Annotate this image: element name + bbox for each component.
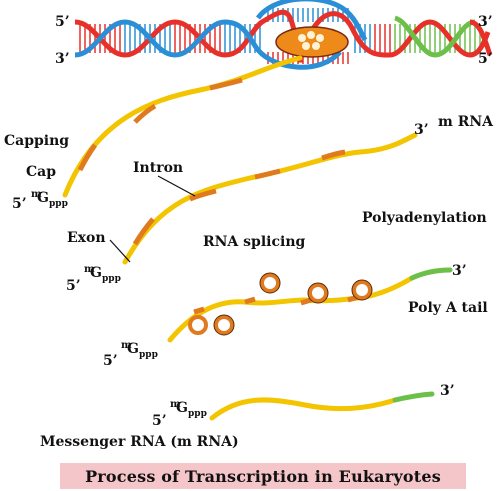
intron-loop-outline xyxy=(307,282,329,304)
intron-loop xyxy=(214,315,234,335)
methyl-label: m xyxy=(84,264,95,275)
cap-group-4: 5’ m G ppp xyxy=(152,399,207,429)
intron-loop xyxy=(352,280,372,300)
dna-three-prime-left-label: 3’ xyxy=(55,51,70,67)
dna-strand-green xyxy=(393,15,476,58)
capping-label: Capping xyxy=(4,133,69,149)
dna-strand-red xyxy=(74,9,491,63)
dna-strand-red-right xyxy=(469,19,493,56)
mrna-three-prime-label: 3’ xyxy=(414,122,429,138)
rna-splicing-label: RNA splicing xyxy=(203,234,305,250)
five-prime-label: 5’ xyxy=(103,353,118,369)
intron-loop-outline xyxy=(259,272,281,294)
intron-segment xyxy=(189,188,217,202)
triphosphate-label: ppp xyxy=(139,350,158,360)
dna-strand-blue-top xyxy=(255,0,368,42)
methyl-label: m xyxy=(31,189,42,200)
cap-group-3: 5’ m G ppp xyxy=(103,340,158,369)
intron-segment xyxy=(300,297,312,306)
guanine-label: G xyxy=(127,341,139,357)
intron-segment xyxy=(133,103,157,124)
polyadenylation-label: Polyadenylation xyxy=(362,210,487,226)
dna-five-prime-label: 5’ xyxy=(55,14,70,30)
intron-segment xyxy=(132,217,155,246)
exon-label: Exon xyxy=(67,230,106,246)
poly-a-tail-label: Poly A tail xyxy=(408,300,488,316)
exon-pointer-line xyxy=(109,239,131,263)
five-prime-label: 5’ xyxy=(66,278,81,294)
guanine-label: G xyxy=(37,190,49,206)
guanine-label: G xyxy=(90,265,102,281)
methyl-label: m xyxy=(170,399,181,410)
cap-group-1: 5’ m G ppp xyxy=(12,189,68,212)
methyl-label: m xyxy=(121,340,132,351)
intron-loop xyxy=(308,283,328,303)
dna-three-prime-right-label: 3’ xyxy=(478,14,493,30)
caption-title: Process of Transcription in Eukaryotes xyxy=(85,466,441,486)
pre-mrna-strand-3 xyxy=(167,275,415,343)
intron-segment xyxy=(193,306,205,315)
intron-loop xyxy=(260,273,280,293)
intron-segment xyxy=(244,296,256,305)
messenger-rna-label: Messenger RNA (m RNA) xyxy=(40,434,239,450)
mature-three-prime-label: 3’ xyxy=(440,383,455,399)
mature-poly-a-tail xyxy=(392,391,435,403)
intron-loop xyxy=(188,315,208,335)
intron-segment xyxy=(321,149,346,161)
pre-mrna-strand-2 xyxy=(122,132,418,265)
intron-label: Intron xyxy=(133,160,183,176)
triphosphate-label: ppp xyxy=(188,409,207,419)
dna-strand-blue xyxy=(74,19,342,70)
dna-five-prime-right-label: 5’ xyxy=(478,51,493,67)
intron-pointer-line xyxy=(157,175,196,197)
poly-a-tail xyxy=(409,267,453,281)
cap-group-2: 5’ m G ppp xyxy=(66,264,121,294)
triphosphate-label: ppp xyxy=(49,199,68,209)
m-rna-label: m RNA xyxy=(438,114,494,130)
five-prime-label: 5’ xyxy=(152,413,167,429)
intron-segment xyxy=(209,77,243,91)
intron-loop-outline xyxy=(351,279,373,301)
rna-polymerase xyxy=(275,26,349,58)
intron-segment xyxy=(77,143,98,172)
tail-three-prime-label: 3’ xyxy=(452,263,467,279)
caption-banner: Process of Transcription in Eukaryotes xyxy=(60,463,466,489)
guanine-label: G xyxy=(176,400,188,416)
five-prime-label: 5’ xyxy=(12,196,27,212)
intron-segment xyxy=(254,168,281,180)
mature-mrna-strand xyxy=(209,397,398,421)
intron-loop-outline xyxy=(213,314,235,336)
triphosphate-label: ppp xyxy=(102,274,121,284)
intron-loops xyxy=(188,272,373,336)
cap-label: Cap xyxy=(26,164,56,180)
